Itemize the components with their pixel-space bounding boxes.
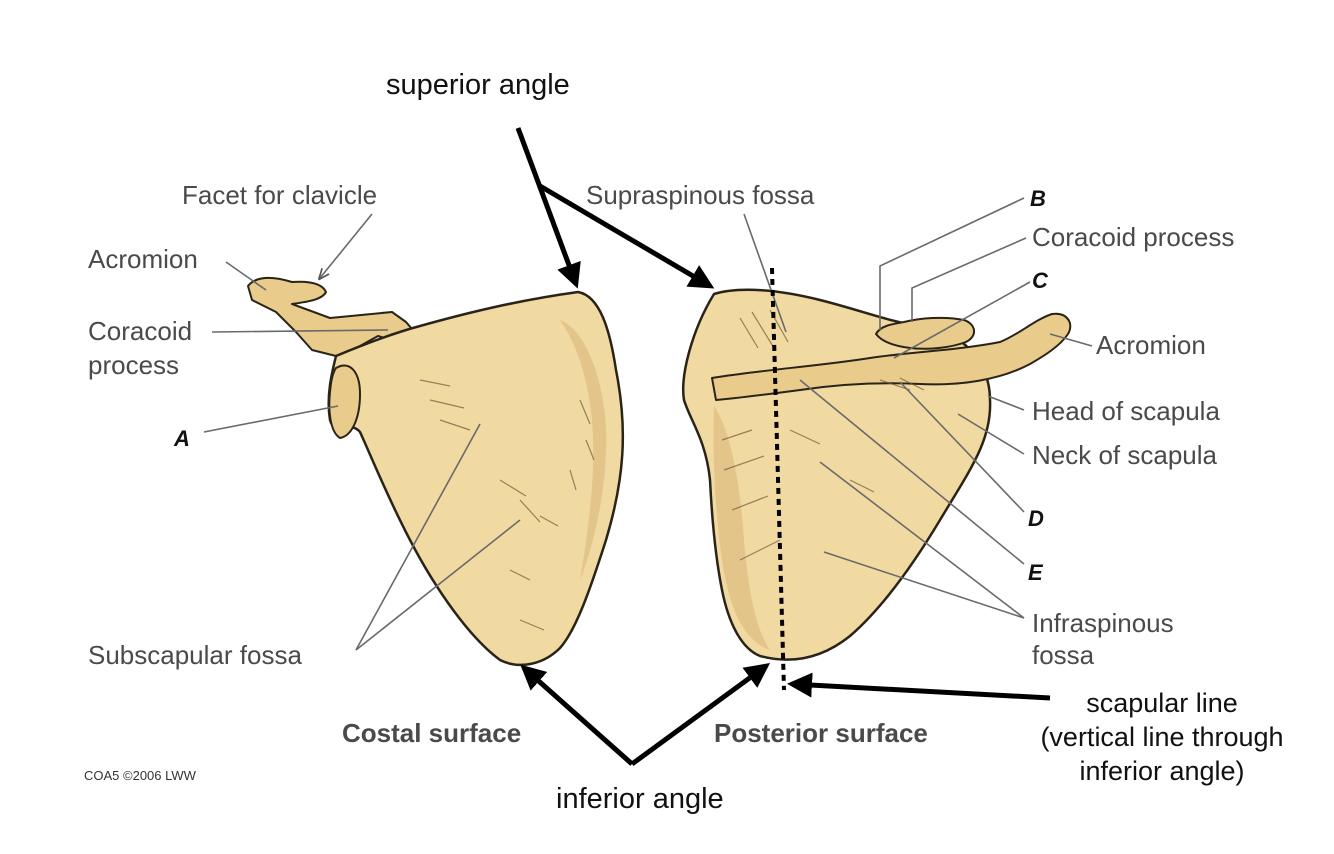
costal-scapula-illustration [247,276,625,667]
leader-subscapular-1 [355,423,481,651]
letter-b-label: B [1030,186,1046,211]
leader-coracoid-right [911,237,1027,322]
arrow-inferior-angle-posterior [630,663,771,767]
leader-acromion-right [1049,333,1093,347]
coracoid-left-label-line1: Coracoid [88,316,192,346]
arrow-scapular-line [787,672,1051,701]
posterior-texture [721,309,925,561]
scapular-line-dotted [770,267,786,691]
supraspinous-fossa-label: Supraspinous fossa [586,180,815,210]
leader-coracoid-left [211,329,389,333]
leader-b [879,197,1025,330]
leader-e [799,379,1025,565]
letter-a-label: A [173,426,190,451]
letter-c-label: C [1032,268,1049,293]
letter-e-label: E [1028,560,1044,585]
acromion-left-label: Acromion [88,244,198,274]
inferior-angle-label: inferior angle [556,783,724,815]
leader-infraspinous-1 [819,461,1025,619]
leader-supraspinous [743,213,787,333]
annotation-arrows [515,127,1051,767]
scapular-line-label-2: (vertical line through [1040,722,1283,752]
superior-angle-label: superior angle [386,69,570,101]
costal-texture [419,379,595,631]
leader-lines [203,197,1093,651]
arrow-inferior-angle-costal [520,664,634,766]
subscapular-fossa-label: Subscapular fossa [88,640,302,670]
leader-acromion-left [225,261,267,291]
posterior-shading [713,406,770,650]
coracoid-process-right-label: Coracoid process [1032,222,1234,252]
glenoid-cavity-shape [328,364,361,439]
leader-c [893,281,1031,359]
leader-neck [957,413,1025,455]
neck-of-scapula-label: Neck of scapula [1032,440,1218,470]
posterior-surface-caption: Posterior surface [714,718,928,748]
facet-for-clavicle-label: Facet for clavicle [182,180,377,210]
leader-head [987,395,1025,411]
leader-facet-for-clavicle [320,213,373,278]
costal-surface-caption: Costal surface [342,718,521,748]
posterior-scapula-illustration [682,288,1072,661]
leader-subscapular-2 [355,519,521,651]
leader-d [899,381,1025,513]
costal-scapula-body [327,290,625,667]
posterior-coracoid-shape [875,316,975,350]
letter-d-label: D [1028,506,1044,531]
leader-a [203,405,339,433]
head-of-scapula-label: Head of scapula [1032,396,1220,426]
scapular-line-label-3: inferior angle) [1079,756,1244,786]
infraspinous-label-line2: fossa [1032,640,1095,670]
acromion-right-label: Acromion [1096,330,1206,360]
infraspinous-label-line1: Infraspinous [1032,608,1174,638]
arrow-superior-angle-posterior [538,183,715,289]
scapular-line-label-1: scapular line [1086,688,1238,718]
spine-of-scapula-shape [711,312,1072,401]
leader-infraspinous-2 [823,551,1025,619]
coracoid-left-label-line2: process [88,350,179,380]
costal-shading [560,320,607,580]
copyright-text: COA5 ©2006 LWW [84,768,197,783]
arrow-superior-angle-costal [515,127,581,289]
